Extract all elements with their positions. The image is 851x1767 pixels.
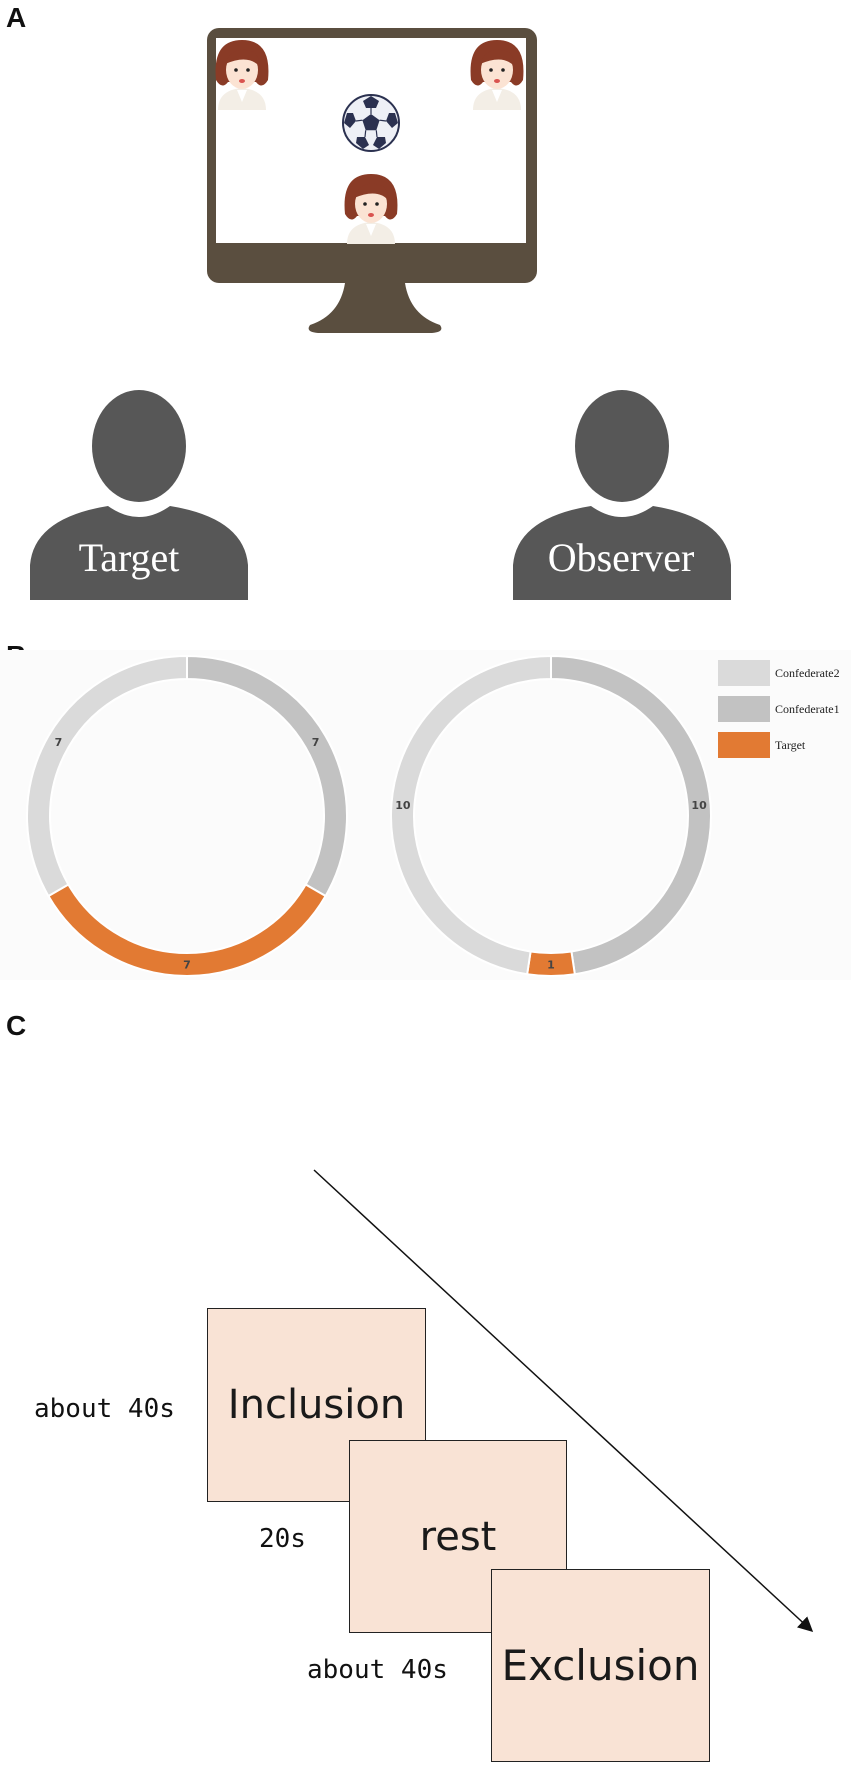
donut-chart-inclusion: 7 7 7 (26, 654, 348, 977)
female-avatar-icon (470, 40, 524, 110)
panel-c-letter: C (6, 1010, 27, 1041)
female-avatar-icon (344, 174, 398, 244)
target-label: Target (79, 535, 180, 580)
donut-data-label: 1 (547, 959, 555, 972)
inclusion-duration: about 40s (34, 1394, 175, 1424)
legend-swatch (718, 696, 770, 722)
observer-label: Observer (548, 535, 695, 580)
donut-slice-confederate2 (390, 654, 552, 976)
legend-swatch (718, 732, 770, 758)
inclusion-label: Inclusion (227, 1382, 406, 1428)
rest-label: rest (419, 1513, 497, 1560)
legend-label: Target (775, 738, 806, 752)
donut-data-label: 10 (691, 799, 707, 812)
legend-label: Confederate2 (775, 666, 840, 680)
legend-label: Confederate1 (775, 702, 840, 716)
exclusion-block: Exclusion (491, 1569, 710, 1762)
inclusion-block: Inclusion (207, 1308, 426, 1502)
donut-slice-confederate2 (26, 654, 188, 898)
exclusion-label: Exclusion (501, 1641, 700, 1690)
target-person-icon (30, 390, 248, 600)
soccer-ball-icon (342, 94, 400, 152)
panel-a-illustration: Target Observer (30, 28, 731, 600)
donut-data-label: 7 (183, 959, 191, 972)
donut-chart-exclusion: 10 1 10 (390, 654, 712, 977)
legend-swatch (718, 660, 770, 686)
exclusion-duration: about 40s (307, 1655, 448, 1685)
donut-data-label: 10 (395, 799, 411, 812)
rest-duration: 20s (259, 1524, 306, 1554)
donut-data-label: 7 (55, 736, 63, 749)
panel-a-letter: A (6, 2, 27, 33)
observer-person-icon (513, 390, 731, 600)
female-avatar-icon (215, 40, 269, 110)
donut-data-label: 7 (312, 736, 320, 749)
